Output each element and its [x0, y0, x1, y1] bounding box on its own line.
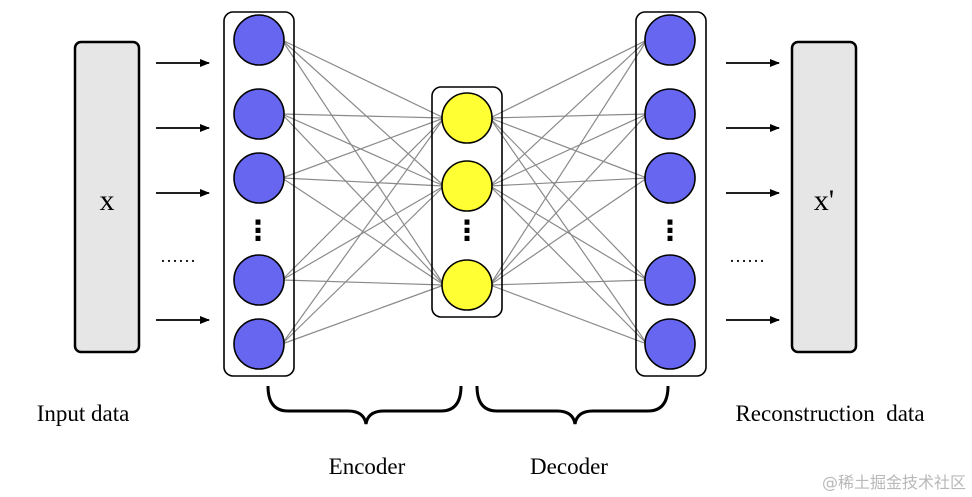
- decoder-connection: [489, 117, 648, 281]
- bottleneck-neurons: [441, 92, 493, 311]
- decoder-connection: [489, 39, 648, 187]
- encoder-connection: [281, 117, 445, 345]
- decoder-connection: [489, 113, 648, 187]
- output-arrows-ellipsis: ……: [729, 246, 765, 266]
- encoder-connection: [281, 113, 445, 187]
- decoder-connection: [489, 177, 648, 187]
- encoder-connection: [281, 185, 445, 281]
- input-block: x: [73, 40, 141, 354]
- decoder-connection: [489, 117, 648, 345]
- input-neuron: [233, 88, 285, 140]
- decoder-connection: [489, 39, 648, 286]
- input-arrows: [156, 59, 210, 324]
- output-neuron: [644, 14, 696, 66]
- output-neuron: [644, 152, 696, 204]
- input-neuron: [233, 254, 285, 306]
- decoder-brace: [475, 385, 670, 425]
- input-layer-ellipsis: ⋮: [244, 214, 272, 247]
- encoder-brace: [266, 385, 463, 425]
- decoder-connection: [489, 279, 648, 286]
- input-arrows-ellipsis: ……: [160, 246, 196, 266]
- encoder-connection: [281, 39, 445, 187]
- encoder-connection: [281, 279, 445, 286]
- decoder-connection: [489, 39, 648, 119]
- output-arrows: [726, 59, 780, 324]
- input-neuron: [233, 318, 285, 370]
- output-caption: Reconstruction data: [735, 401, 924, 426]
- input-caption: Input data: [37, 401, 130, 426]
- bottleneck-neuron: [441, 259, 493, 311]
- input-neuron: [233, 152, 285, 204]
- decoder-connection: [489, 284, 648, 345]
- bottleneck-neuron: [441, 92, 493, 144]
- encoder-connection: [281, 39, 445, 286]
- input-neuron: [233, 14, 285, 66]
- encoder-connection: [281, 117, 445, 179]
- input-symbol: x: [100, 184, 115, 217]
- input-layer-frame: [223, 11, 295, 377]
- input-layer-neurons: [233, 14, 285, 370]
- encoder-connection: [281, 185, 445, 345]
- bottleneck-ellipsis: ⋮: [453, 214, 481, 247]
- bottleneck-neuron: [441, 160, 493, 212]
- decoder-connection: [489, 113, 648, 119]
- decoder-connection: [489, 117, 648, 179]
- decoder-connections: [489, 39, 648, 345]
- output-neuron: [644, 318, 696, 370]
- output-neuron: [644, 88, 696, 140]
- encoder-connection: [281, 177, 445, 187]
- encoder-connection: [281, 284, 445, 345]
- output-layer-frame: [635, 11, 707, 377]
- bottleneck-layer-frame: [431, 86, 503, 318]
- encoder-connection: [281, 39, 445, 119]
- encoder-connection: [281, 113, 445, 119]
- output-symbol: x': [814, 184, 834, 217]
- encoder-label: Encoder: [329, 454, 406, 479]
- decoder-connection: [489, 185, 648, 281]
- encoder-connections: [281, 39, 445, 345]
- encoder-connection: [281, 117, 445, 281]
- output-block: x': [790, 40, 858, 354]
- watermark: @稀土掘金技术社区: [822, 473, 966, 492]
- decoder-label: Decoder: [530, 454, 608, 479]
- decoder-connection: [489, 185, 648, 345]
- output-neuron: [644, 254, 696, 306]
- output-layer-ellipsis: ⋮: [656, 214, 684, 247]
- output-layer-neurons: [644, 14, 696, 370]
